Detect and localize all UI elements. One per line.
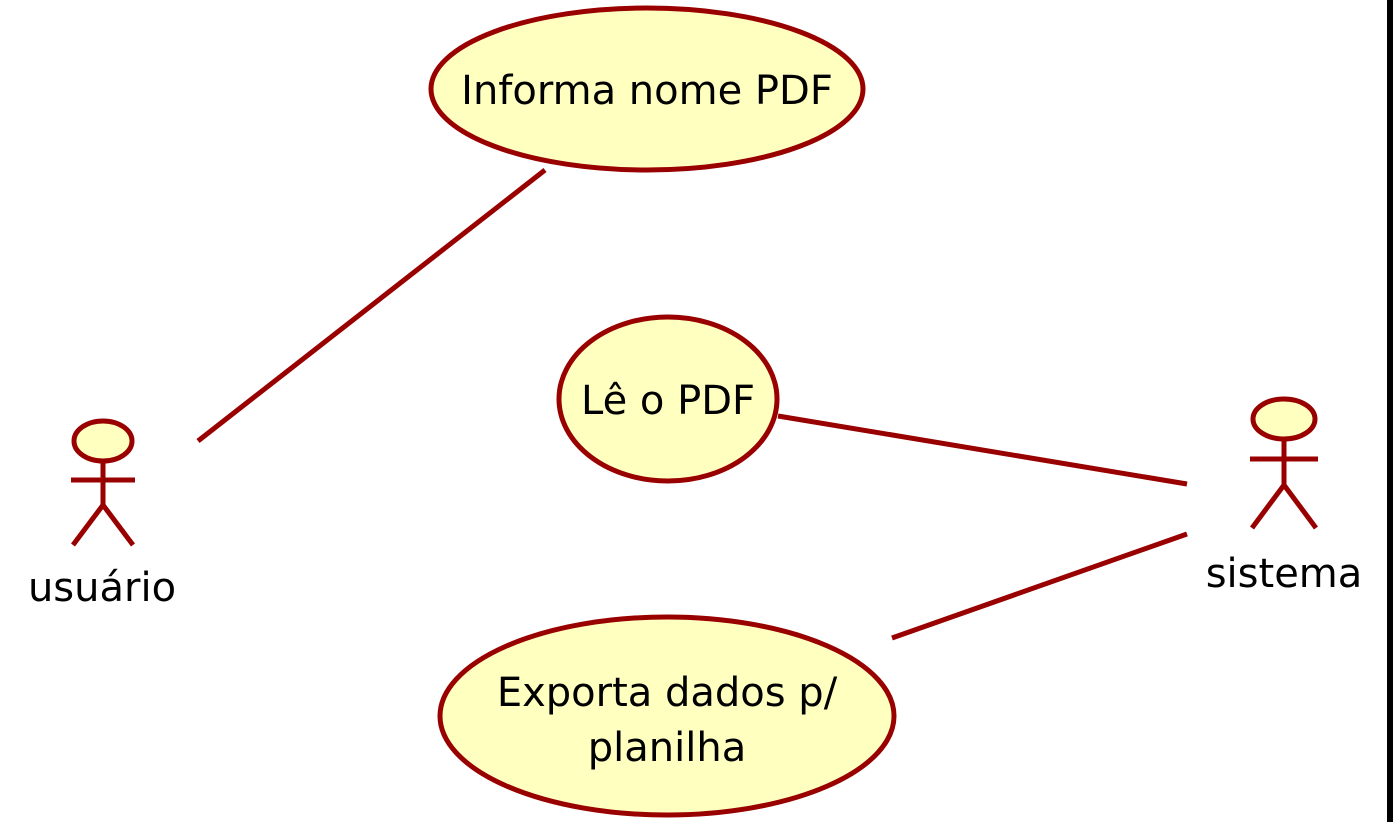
use-case-exporta-label-line-1: Exporta dados p/ (497, 670, 838, 716)
actor-usuario[interactable]: usuário (28, 418, 176, 611)
use-case-informa[interactable]: Informa nome PDF (428, 5, 866, 173)
use-case-informa-ellipse (428, 5, 866, 173)
association-sistema-le (777, 413, 1188, 487)
use-case-exporta[interactable]: Exporta dados p/ planilha (437, 614, 897, 818)
use-case-le[interactable]: Lê o PDF (556, 314, 780, 484)
actor-usuario-icon (71, 418, 135, 547)
actor-sistema-icon (1249, 396, 1319, 530)
use-case-le-ellipse (556, 314, 780, 484)
actor-usuario-label: usuário (28, 565, 176, 611)
actor-sistema[interactable]: sistema (1206, 396, 1363, 597)
actor-sistema-label: sistema (1206, 551, 1363, 597)
association-usuario-informa (196, 168, 547, 443)
use-case-exporta-label-line-2: planilha (588, 725, 746, 771)
association-sistema-exporta (891, 531, 1188, 641)
use-case-le-label: Lê o PDF (581, 378, 755, 424)
use-case-exporta-ellipse (437, 614, 897, 818)
use-case-informa-label: Informa nome PDF (461, 68, 833, 114)
